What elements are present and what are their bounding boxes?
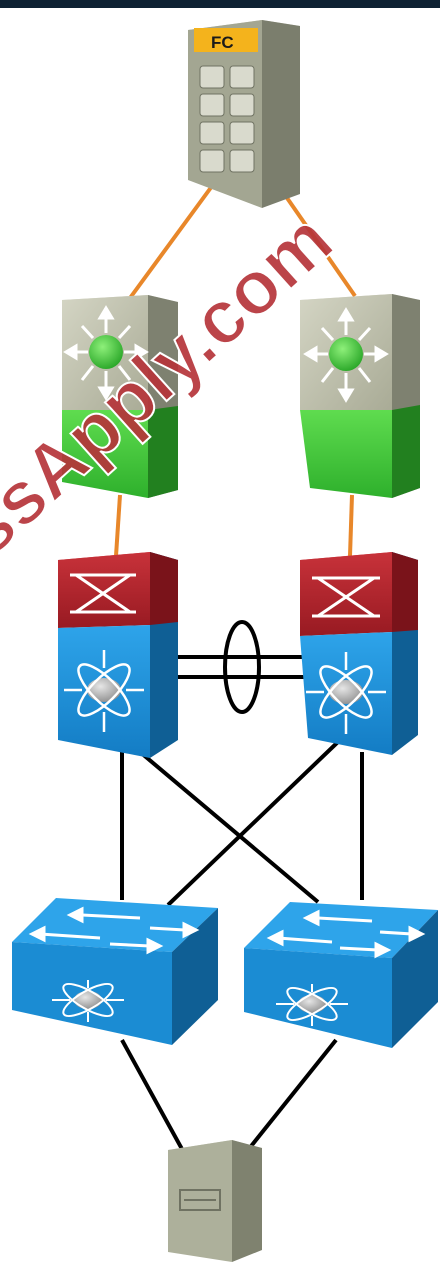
access-switch-right xyxy=(244,902,438,1048)
eth-link-access-right-server xyxy=(238,1038,338,1162)
fc-link-mds-left-core-left xyxy=(114,494,122,557)
arrows-icon xyxy=(266,909,426,959)
eth-link-access-left-server xyxy=(120,1039,190,1161)
eth-link-core-left-access-right xyxy=(138,750,320,904)
layer3-icon xyxy=(298,995,326,1013)
multilayer-icon xyxy=(329,337,363,371)
fc-link-storage-mds-right xyxy=(283,193,357,298)
layer3-icon xyxy=(74,991,102,1009)
fc-link-storage-mds-left xyxy=(128,180,217,300)
port-channel-ellipse xyxy=(223,620,261,714)
fc-link-mds-right-core-right xyxy=(348,494,354,557)
crossbar-icon xyxy=(312,576,380,618)
fc-storage-array: FC xyxy=(188,20,300,208)
arrows-icon xyxy=(28,906,200,955)
server xyxy=(168,1140,262,1262)
core-switch-left xyxy=(58,552,178,758)
mds-switch-left xyxy=(62,295,178,498)
crossbar-icon xyxy=(70,573,136,614)
eth-link-core-right-access-left xyxy=(166,738,342,907)
multilayer-icon xyxy=(89,335,123,369)
access-switch-left xyxy=(12,898,218,1045)
mds-switch-right xyxy=(300,294,420,498)
links-layer xyxy=(114,180,364,1162)
server-drive-bay xyxy=(179,1189,221,1211)
nexus-icon xyxy=(87,678,121,702)
fc-badge xyxy=(194,28,258,52)
top-border xyxy=(0,0,440,8)
nexus-icon xyxy=(329,680,363,704)
core-switch-right xyxy=(300,552,418,755)
fc-label: FC xyxy=(211,33,234,52)
disk-bays xyxy=(199,65,255,173)
